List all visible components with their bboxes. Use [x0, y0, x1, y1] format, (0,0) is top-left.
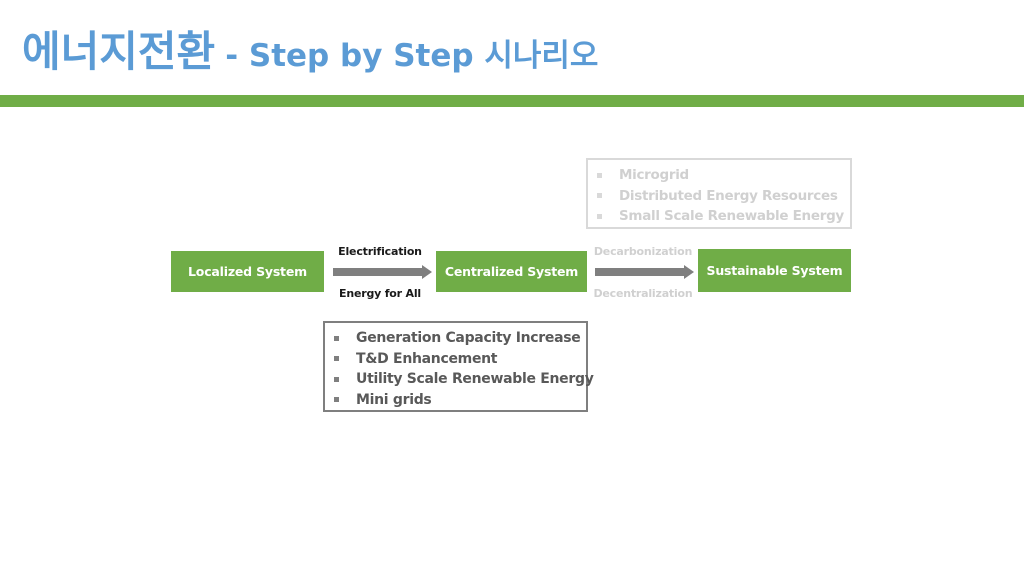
list-item: Distributed Energy Resources — [597, 186, 850, 207]
stage-localized-system: Localized System — [171, 251, 324, 292]
title-main: 에너지전환 — [22, 27, 216, 76]
list-item: T&D Enhancement — [334, 349, 586, 370]
page-title: 에너지전환- Step by Step 시나리오 — [22, 18, 598, 79]
arrow-right-icon — [333, 265, 432, 279]
arrow-right-icon — [595, 265, 694, 279]
title-divider-bar — [0, 95, 1024, 107]
bullet-square-icon — [334, 356, 339, 362]
bullet-square-icon — [597, 172, 602, 178]
transition-2-top-label: Decarbonization — [593, 245, 693, 258]
list-item: Mini grids — [334, 390, 586, 411]
stage-label: Localized System — [188, 264, 307, 279]
centralized-details-list: Generation Capacity Increase T&D Enhance… — [334, 328, 594, 411]
stage-sustainable-system: Sustainable System — [698, 249, 851, 292]
list-item: Generation Capacity Increase — [334, 328, 586, 349]
stage-label: Centralized System — [444, 264, 579, 279]
sustainable-details-box: Microgrid Distributed Energy Resources S… — [586, 158, 852, 229]
transition-1-top-label: Electrification — [338, 245, 422, 258]
bullet-square-icon — [334, 397, 339, 403]
bullet-square-icon — [334, 376, 339, 382]
list-item: Utility Scale Renewable Energy — [334, 369, 594, 390]
bullet-square-icon — [597, 213, 602, 219]
stage-centralized-system: Centralized System — [436, 251, 587, 292]
list-item: Microgrid — [597, 165, 850, 186]
transition-2-bottom-label: Decentralization — [593, 287, 693, 300]
title-subtitle: - Step by Step 시나리오 — [225, 38, 599, 74]
stage-label: Sustainable System — [706, 263, 843, 278]
list-item: Small Scale Renewable Energy — [597, 206, 850, 227]
bullet-square-icon — [334, 335, 339, 341]
transition-1-bottom-label: Energy for All — [339, 287, 421, 300]
centralized-details-box: Generation Capacity Increase T&D Enhance… — [323, 321, 594, 412]
sustainable-details-list: Microgrid Distributed Energy Resources S… — [597, 165, 850, 227]
bullet-square-icon — [597, 193, 602, 199]
